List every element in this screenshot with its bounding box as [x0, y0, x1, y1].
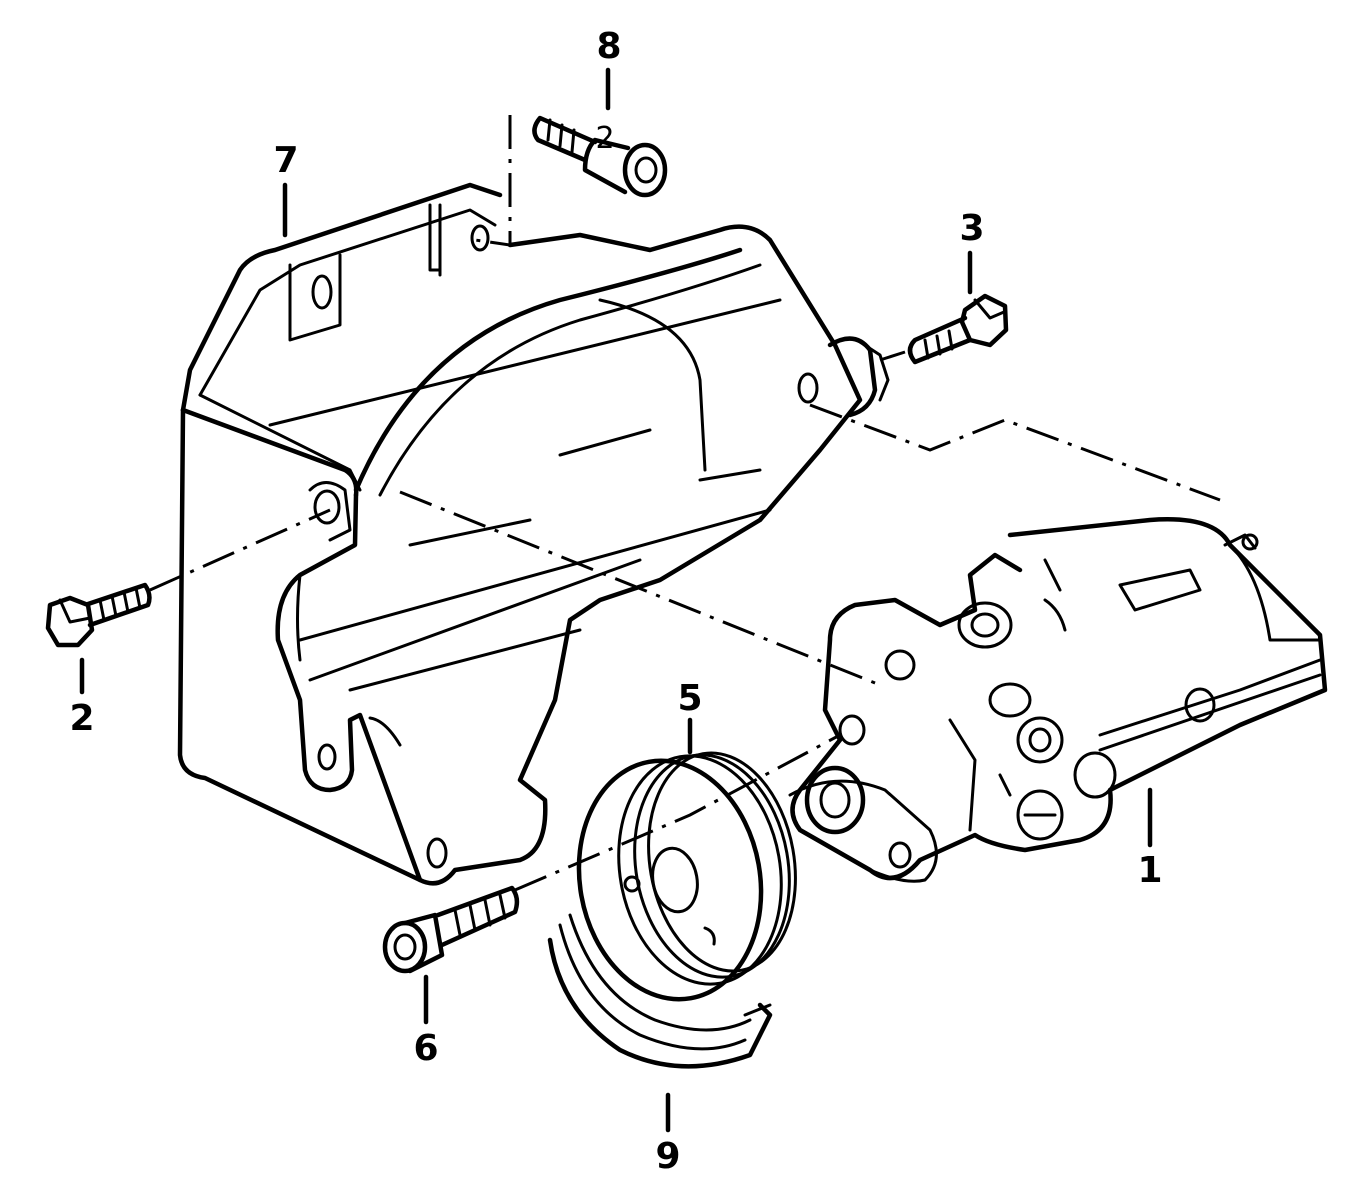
mounting-bracket [177, 182, 890, 886]
callout-9: 9 [655, 1136, 680, 1177]
callout-8: 8 [596, 26, 621, 67]
callout-7: 7 [273, 140, 298, 181]
assembly-lines [149, 115, 1221, 892]
leader-lines [79, 67, 1153, 1133]
power-steering-pump [788, 517, 1328, 883]
socket-screw-bottom [382, 885, 520, 974]
hex-bolt-right [907, 293, 1009, 365]
callouts: 1 2 3 5 6 7 8 9 2 [69, 26, 1162, 1177]
pulley [576, 751, 797, 1002]
callout-1: 1 [1137, 850, 1162, 891]
socket-screw-top [532, 115, 668, 198]
callout-5: 5 [677, 678, 702, 719]
callout-3: 3 [959, 208, 984, 249]
seal-strip [547, 913, 773, 1069]
bolt8-stamp: 2 [595, 121, 614, 156]
hex-bolt-left [45, 582, 152, 648]
callout-6: 6 [413, 1028, 438, 1069]
callout-2: 2 [69, 698, 94, 739]
